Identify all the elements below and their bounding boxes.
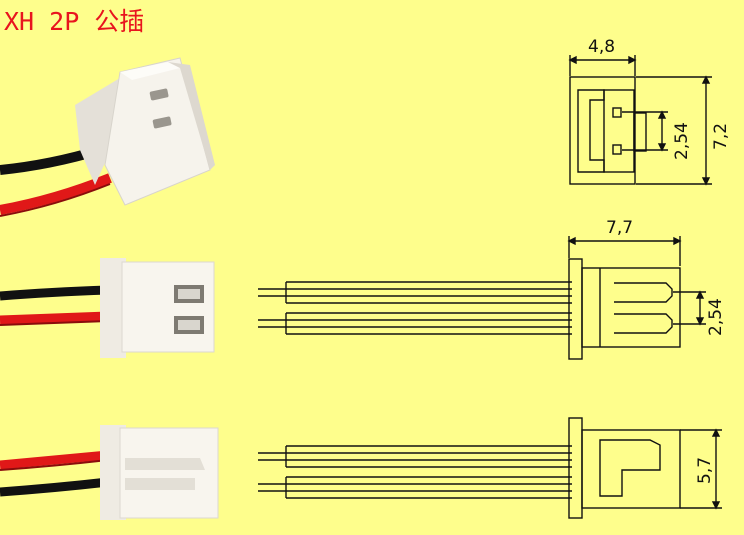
- photo-connector-angled: [0, 57, 215, 217]
- dim-side-pitch: 2,54: [706, 298, 726, 336]
- dim-top-width: 4,8: [588, 37, 615, 57]
- photo-connector-top: [0, 258, 215, 358]
- dim-bottom-height: 5,7: [695, 457, 715, 484]
- drawing-side-view: [258, 417, 722, 519]
- dim-side-length: 7,7: [606, 218, 633, 238]
- photo-connector-side: [0, 425, 219, 520]
- drawing-pin-view: [258, 236, 706, 360]
- dim-top-pitch: 2,54: [672, 122, 692, 160]
- dim-top-height: 7,2: [711, 123, 731, 150]
- drawing-top-view: [568, 55, 712, 186]
- page-title: XH 2P 公插: [4, 7, 145, 36]
